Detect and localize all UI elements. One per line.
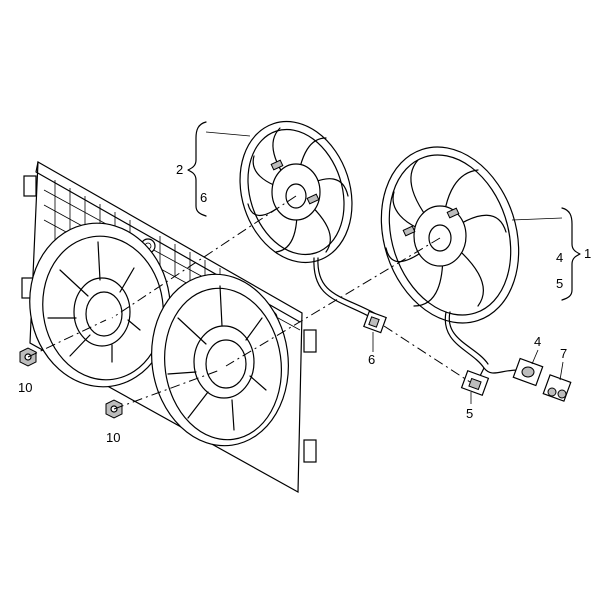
bracket-left <box>187 121 251 217</box>
fan-small <box>239 120 377 319</box>
axis-lines <box>27 195 471 410</box>
connector-5 <box>460 367 490 396</box>
connector-4 <box>512 357 544 387</box>
fan-large <box>380 146 520 374</box>
callout-7: 7 <box>560 346 567 361</box>
shroud-ring-right <box>151 273 289 447</box>
callout-4-bracket: 4 <box>556 250 563 265</box>
mount-tab <box>23 175 37 197</box>
connector-6 <box>363 310 387 334</box>
mount-tab <box>303 439 317 463</box>
bracket-right <box>511 207 581 301</box>
callout-2: 2 <box>176 162 183 177</box>
callout-10-center: 10 <box>106 430 120 445</box>
callout-6-bracket: 6 <box>200 190 207 205</box>
callout-5: 5 <box>466 406 473 421</box>
shroud-ring-left <box>29 222 171 388</box>
callout-6: 6 <box>368 352 375 367</box>
mount-tab <box>303 329 317 353</box>
callout-5-bracket: 5 <box>556 276 563 291</box>
callout-4: 4 <box>534 334 541 349</box>
callout-1: 1 <box>584 246 591 261</box>
connector-7 <box>542 374 572 402</box>
callout-10-left: 10 <box>18 380 32 395</box>
leader-lines <box>372 332 564 404</box>
